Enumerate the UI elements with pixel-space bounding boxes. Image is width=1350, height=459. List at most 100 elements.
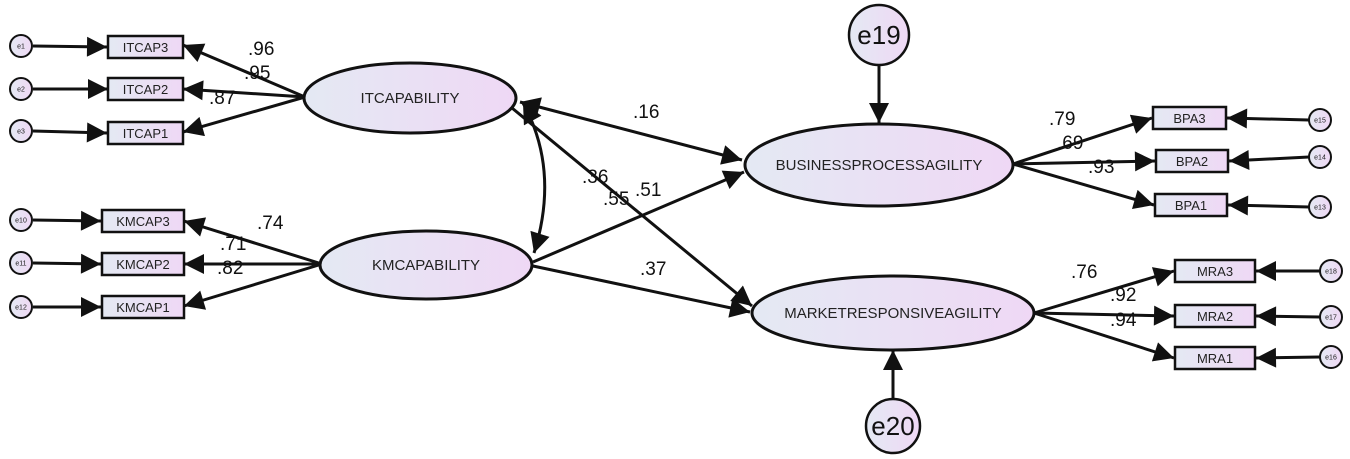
coef-km-bpa: .51 bbox=[635, 180, 661, 201]
error-e3-label: e3 bbox=[17, 129, 25, 136]
indicator-mra2-label: MRA2 bbox=[1197, 309, 1233, 324]
indicator-bpa2-label: BPA2 bbox=[1176, 154, 1208, 169]
indicator-kmcap3: KMCAP3 bbox=[100, 208, 186, 234]
error-e15: e15 bbox=[1308, 108, 1332, 132]
error-e10-label: e10 bbox=[15, 218, 27, 225]
loading-line-mra1 bbox=[1033, 311, 1175, 362]
indicator-kmcap3-label: KMCAP3 bbox=[116, 214, 169, 229]
indicator-bpa1: BPA1 bbox=[1153, 192, 1229, 218]
indicator-itcap2: ITCAP2 bbox=[106, 76, 185, 102]
error-line-e13 bbox=[1227, 195, 1310, 216]
error-e19: e19 bbox=[847, 3, 911, 67]
coef-km-mra: .37 bbox=[640, 259, 666, 280]
coef-kmcap1: .82 bbox=[217, 258, 243, 279]
indicator-mra2: MRA2 bbox=[1173, 303, 1257, 329]
latent-marketresponsiveagility: MARKETRESPONSIVEAGILITY bbox=[750, 274, 1036, 352]
error-e15-label: e15 bbox=[1314, 118, 1326, 125]
coef-bpa2: .69 bbox=[1057, 133, 1083, 154]
error-e16-label: e16 bbox=[1325, 355, 1337, 362]
path-km-bpa bbox=[532, 170, 745, 264]
error-e11-label: e11 bbox=[15, 261, 26, 268]
error-e12-label: e12 bbox=[15, 305, 27, 312]
error-line-e15 bbox=[1226, 108, 1310, 129]
error-e2: e2 bbox=[9, 77, 33, 101]
error-e12: e12 bbox=[9, 295, 33, 319]
coef-mra3: .76 bbox=[1071, 262, 1097, 283]
indicator-bpa1-label: BPA1 bbox=[1175, 198, 1207, 213]
error-e14-label: e14 bbox=[1314, 155, 1326, 162]
loading-line-mra2 bbox=[1033, 305, 1175, 326]
error-line-e1 bbox=[32, 36, 108, 57]
coef-mra2: .92 bbox=[1110, 285, 1136, 306]
indicator-mra3-label: MRA3 bbox=[1197, 264, 1233, 279]
indicator-itcap1: ITCAP1 bbox=[106, 120, 185, 146]
latent-mra-label: MARKETRESPONSIVEAGILITY bbox=[784, 305, 1002, 322]
error-e19-label: e19 bbox=[857, 20, 900, 50]
indicator-itcap3-label: ITCAP3 bbox=[123, 40, 169, 55]
indicator-kmcap1-label: KMCAP1 bbox=[116, 300, 169, 315]
loading-line-kmcap3 bbox=[183, 217, 323, 266]
error-line-e17 bbox=[1255, 306, 1321, 327]
indicator-itcap3: ITCAP3 bbox=[106, 34, 185, 60]
error-e1: e1 bbox=[9, 34, 33, 58]
coef-bpa3: .79 bbox=[1049, 109, 1075, 130]
error-e17: e17 bbox=[1319, 305, 1343, 329]
coef-it-mra: .55 bbox=[603, 189, 629, 210]
error-e13: e13 bbox=[1308, 195, 1332, 219]
error-e18: e18 bbox=[1319, 259, 1343, 283]
error-e2-label: e2 bbox=[17, 87, 25, 94]
error-line-e16 bbox=[1255, 347, 1321, 368]
latent-kmcapability-label: KMCAPABILITY bbox=[372, 257, 480, 274]
loading-line-bpa2 bbox=[1012, 151, 1156, 172]
path-km-mra bbox=[532, 264, 751, 318]
path-it-bpa bbox=[519, 97, 743, 165]
error-line-e10 bbox=[32, 210, 102, 231]
latent-itcapability: ITCAPABILITY bbox=[302, 61, 518, 135]
indicator-itcap1-label: ITCAP1 bbox=[123, 126, 169, 141]
indicator-mra1-label: MRA1 bbox=[1197, 351, 1233, 366]
error-e17-label: e17 bbox=[1325, 315, 1337, 322]
indicator-bpa3-label: BPA3 bbox=[1173, 111, 1205, 126]
coef-itcap1: .87 bbox=[209, 88, 235, 109]
latent-businessprocessagility: BUSINESSPROCESSAGILITY bbox=[743, 122, 1015, 208]
loading-line-bpa3 bbox=[1012, 114, 1153, 166]
indicator-bpa2: BPA2 bbox=[1154, 148, 1230, 174]
latent-kmcapability: KMCAPABILITY bbox=[318, 229, 534, 301]
indicator-kmcap2-label: KMCAP2 bbox=[116, 257, 169, 272]
latent-itcapability-label: ITCAPABILITY bbox=[361, 90, 460, 107]
error-e10: e10 bbox=[9, 208, 33, 232]
error-e13-label: e13 bbox=[1314, 205, 1326, 212]
error-line-e14 bbox=[1228, 150, 1310, 170]
coef-bpa1: .93 bbox=[1088, 157, 1114, 178]
loading-line-itcap3 bbox=[182, 43, 306, 99]
loading-line-bpa1 bbox=[1012, 162, 1155, 210]
coef-itcap3: .96 bbox=[248, 39, 274, 60]
coef-kmcap2: .71 bbox=[220, 234, 246, 255]
error-e11: e11 bbox=[9, 251, 33, 275]
indicator-mra3: MRA3 bbox=[1173, 258, 1257, 284]
loading-line-kmcap1 bbox=[183, 262, 323, 310]
coef-mra1: .94 bbox=[1110, 310, 1137, 331]
error-e3: e3 bbox=[9, 119, 33, 143]
error-e16: e16 bbox=[1319, 345, 1343, 369]
loading-line-mra3 bbox=[1033, 267, 1175, 315]
coef-itcap2: .95 bbox=[244, 63, 270, 84]
error-line-e3 bbox=[32, 122, 108, 143]
indicator-mra1: MRA1 bbox=[1173, 345, 1257, 371]
coef-it-km-covariance: .36 bbox=[582, 167, 608, 188]
loading-line-itcap1 bbox=[182, 95, 306, 137]
latent-bpa-label: BUSINESSPROCESSAGILITY bbox=[776, 157, 983, 174]
error-line-e11 bbox=[32, 253, 102, 274]
indicator-kmcap1: KMCAP1 bbox=[100, 294, 186, 320]
coef-it-bpa: .16 bbox=[633, 102, 659, 123]
loading-line-itcap2 bbox=[182, 80, 306, 101]
indicator-kmcap2: KMCAP2 bbox=[100, 251, 186, 277]
path-it-km-covariance bbox=[521, 102, 550, 254]
error-e14: e14 bbox=[1308, 145, 1332, 169]
path-it-mra bbox=[511, 106, 753, 308]
indicator-itcap2-label: ITCAP2 bbox=[123, 82, 169, 97]
coef-kmcap3: .74 bbox=[257, 213, 284, 234]
error-e1-label: e1 bbox=[17, 44, 25, 51]
error-e20: e20 bbox=[864, 397, 922, 455]
